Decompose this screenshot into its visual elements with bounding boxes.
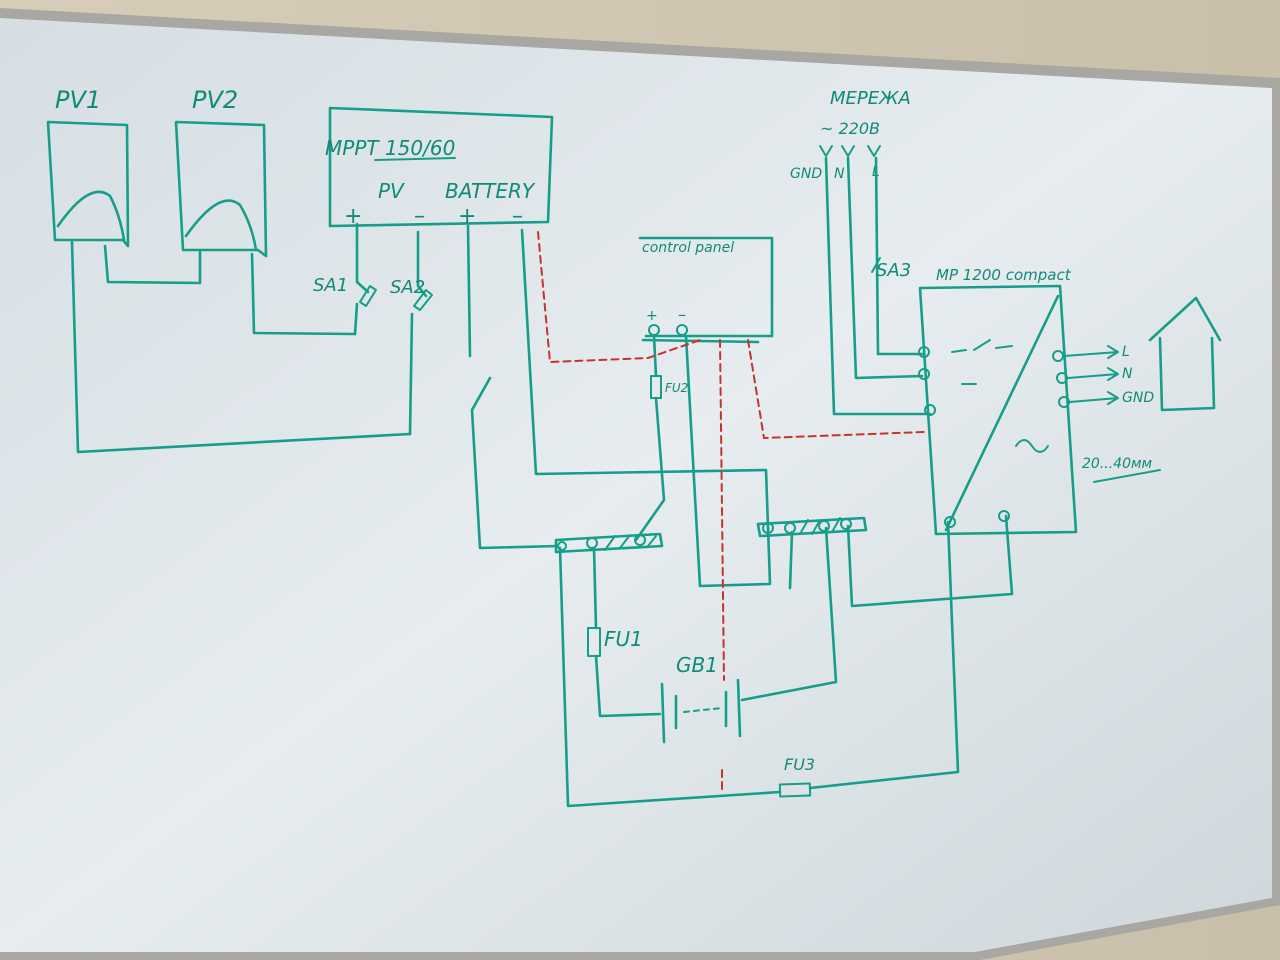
gb1-battery <box>660 678 742 744</box>
mppt-underline <box>374 157 456 161</box>
out-gnd-label: GND <box>1122 390 1154 406</box>
wire-fu1-battery <box>594 654 662 718</box>
wire-battery-negative <box>740 526 838 702</box>
wire-grid-n <box>846 156 924 380</box>
out-n-arrow <box>1067 367 1119 381</box>
wire-pv1-pv2 <box>103 244 202 285</box>
mppt-controller <box>328 106 554 228</box>
fu2-label: FU2 <box>665 381 688 395</box>
fu1-fuse <box>587 627 601 657</box>
mppt-battery-label: BATTERY <box>445 179 536 203</box>
grid-plug-gnd <box>819 145 833 157</box>
fu1-label: FU1 <box>604 627 643 651</box>
cp-plus: + <box>646 308 658 324</box>
wire-grid-gnd <box>824 156 932 416</box>
cp-terminal-minus <box>676 324 688 336</box>
house-icon <box>1148 296 1222 412</box>
board-surface <box>0 18 1272 952</box>
wire-mppt-batminus <box>520 228 772 588</box>
bus-bar-negative <box>756 516 868 538</box>
out-n-label: N <box>1122 366 1133 382</box>
control-panel <box>638 236 774 344</box>
wire-negbus-inverter <box>846 514 1014 608</box>
inverter <box>918 284 1078 536</box>
sa3-switch <box>871 257 881 273</box>
gb1-label: GB1 <box>676 653 718 677</box>
cable-underline <box>1093 469 1161 483</box>
fu3-fuse <box>778 782 812 798</box>
sa1-label: SA1 <box>313 275 348 296</box>
sa1-breaker <box>353 285 377 336</box>
out-gnd-arrow <box>1069 391 1119 405</box>
cp-minus: – <box>678 305 686 324</box>
fu3-label: FU3 <box>784 755 815 774</box>
grid-label: МЕРЕЖА <box>830 88 911 109</box>
wire-fu3-loop <box>558 546 782 808</box>
pv1-label: PV1 <box>55 86 101 114</box>
signal-mppt-cp <box>537 231 701 364</box>
bus-bar-positive <box>554 532 664 554</box>
wire-negbus-cp <box>788 530 794 590</box>
wire-pv2-to-sa1 <box>250 252 357 336</box>
pv2-label: PV2 <box>192 86 238 114</box>
control-panel-label: control panel <box>642 240 734 256</box>
wire-busbar-fu1 <box>592 546 598 630</box>
wire-fu2-to-busbar <box>634 396 666 542</box>
pv2-panel <box>174 120 268 258</box>
wire-pv-minus-loop <box>70 240 412 454</box>
inverter-label: MP 1200 compact <box>936 266 1072 284</box>
mppt-pv-plus: + <box>344 204 362 229</box>
mppt-label: MPPT 150/60 <box>325 136 455 160</box>
wire-grid-l <box>874 156 924 356</box>
sa2-label: SA2 <box>390 277 425 298</box>
mppt-pv-label: PV <box>378 179 405 203</box>
signal-cp-battery <box>719 339 725 681</box>
mppt-bat-minus: – <box>512 204 523 229</box>
grid-plug-n <box>841 145 855 157</box>
grid-voltage-label: ~ 220В <box>820 119 880 138</box>
wire-mppt-batplus <box>466 224 472 358</box>
wire-fu3-inverter <box>808 520 960 790</box>
sa3-label: SA3 <box>876 260 911 281</box>
pv1-panel <box>46 120 130 248</box>
wire-mppt-pvplus-sa1 <box>355 222 370 294</box>
cable-label: 20...40мм <box>1082 456 1153 472</box>
mppt-bat-plus: + <box>458 204 476 229</box>
signal-cp-inverter <box>747 339 925 440</box>
sa2-breaker <box>408 289 433 436</box>
out-l-label: L <box>1122 344 1130 360</box>
mppt-pv-minus: – <box>414 204 425 229</box>
gnd-in-label: GND <box>790 166 822 182</box>
grid-plug-l <box>867 145 881 157</box>
wire-switch-to-busbar <box>470 376 560 550</box>
out-l-arrow <box>1063 345 1119 359</box>
n-in-label: N <box>834 166 845 182</box>
